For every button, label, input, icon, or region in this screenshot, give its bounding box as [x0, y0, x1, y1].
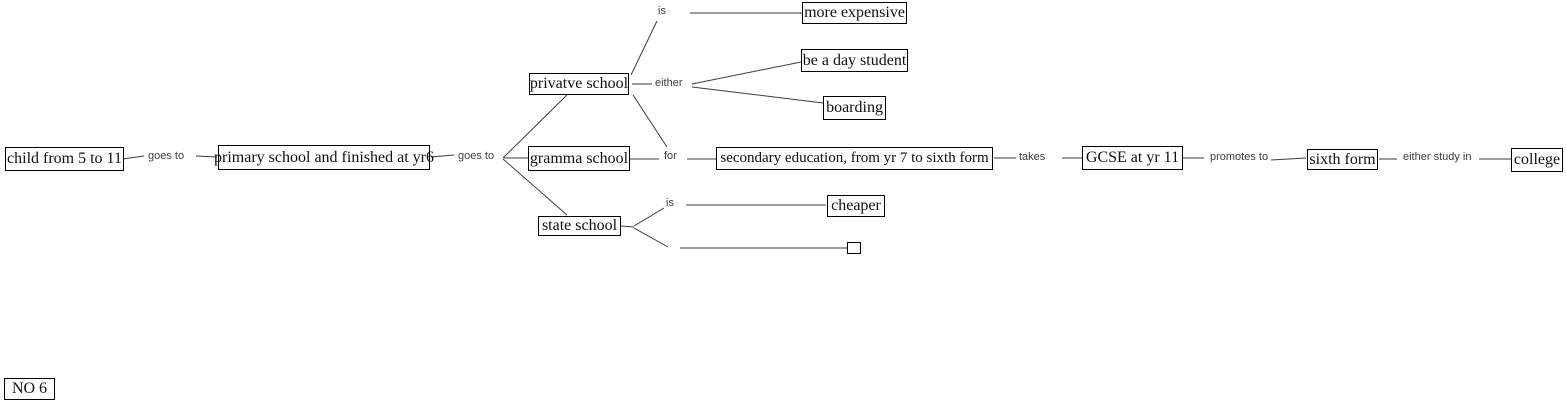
node-secondary-education[interactable]: secondary education, from yr 7 to sixth …	[716, 147, 993, 170]
link-label-goes-to-2[interactable]: goes to	[458, 150, 495, 162]
node-cheaper[interactable]: cheaper	[827, 195, 885, 217]
edge-primary-to-goesto2	[430, 154, 455, 158]
link-label-either[interactable]: either	[655, 77, 683, 89]
node-state-school[interactable]: state school	[538, 216, 621, 236]
page-number-box: NO 6	[4, 378, 55, 400]
edge-private-to-is	[630, 20, 658, 76]
link-label-takes[interactable]: takes	[1019, 151, 1046, 163]
node-empty[interactable]	[847, 242, 861, 254]
node-child-from-5-to-11[interactable]: child from 5 to 11	[5, 147, 124, 171]
node-gcse-at-yr-11[interactable]: GCSE at yr 11	[1082, 146, 1183, 170]
node-more-expensive[interactable]: more expensive	[802, 2, 907, 24]
node-be-a-day-student[interactable]: be a day student	[801, 49, 908, 72]
link-label-for[interactable]: for	[664, 150, 677, 162]
link-label-either-study-in[interactable]: either study in	[1403, 151, 1472, 163]
node-primary-school[interactable]: primary school and finished at yr6	[214, 145, 434, 170]
node-sixth-form[interactable]: sixth form	[1307, 149, 1378, 170]
edge-junction-to-state	[502, 158, 568, 216]
link-label-is-private[interactable]: is	[658, 5, 666, 17]
edge-branch-to-lower	[633, 227, 669, 248]
edge-either-to-day-student	[691, 61, 802, 85]
node-boarding[interactable]: boarding	[823, 96, 886, 120]
node-private-school[interactable]: privatve school	[529, 73, 629, 95]
edge-promotes-to-sixthform	[1270, 157, 1307, 161]
node-college[interactable]: college	[1511, 148, 1563, 172]
edge-junction-to-private	[502, 94, 568, 159]
edge-child-to-goesto1	[122, 155, 145, 160]
edge-private-to-for	[632, 94, 668, 148]
node-gramma-school[interactable]: gramma school	[528, 146, 630, 171]
edge-either-to-boarding	[691, 86, 824, 104]
edge-state-to-branch	[620, 225, 635, 228]
link-label-promotes-to[interactable]: promotes to	[1210, 151, 1269, 163]
link-label-goes-to-1[interactable]: goes to	[148, 150, 185, 162]
edge-goesto1-to-primary	[195, 155, 218, 158]
edge-branch-to-is2	[633, 207, 665, 227]
link-label-is-state[interactable]: is	[666, 197, 674, 209]
